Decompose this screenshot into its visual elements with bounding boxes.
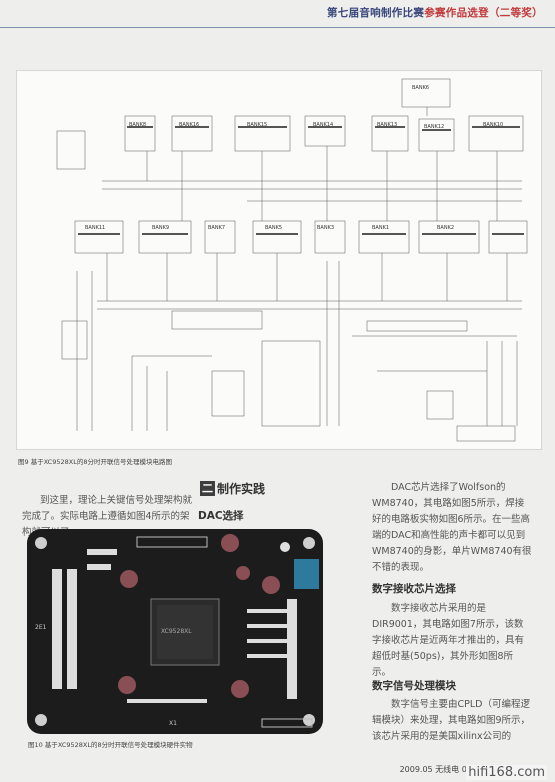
bank-label-top: BANK16 (179, 122, 199, 128)
figure9-caption: 图9 基于XC9528XL的8分时开联信号处理模块电路图 (18, 458, 172, 466)
schematic-drawing: BANK8 BANK16 BANK15 BANK14 BANK13 BANK12… (56, 78, 528, 442)
bank-label-top: BANK6 (412, 85, 429, 91)
bank-label-bottom: BANK7 (208, 225, 225, 231)
pcb-chip-label: XC9528XL (161, 628, 192, 635)
header-title-prefix: 第七届音响制作比赛 (326, 7, 425, 19)
bank-label-top: BANK15 (247, 122, 267, 128)
bank-label-bottom: BANK5 (265, 225, 282, 231)
page-footer: 2009.05 无线电 027 (399, 765, 477, 774)
receive-paragraph-text: 数字接收芯片采用的是DIR9001，其电路如图7所示，该数字接收芯片是近两年才推… (372, 603, 525, 678)
watermark: hifi168.com (466, 765, 547, 780)
page-header: 第七届音响制作比赛参赛作品选登（二等奖） (0, 0, 555, 30)
header-title: 第七届音响制作比赛参赛作品选登（二等奖） (327, 5, 543, 20)
bank-label-top: BANK14 (313, 122, 333, 128)
pcb-drawing: XC9528XL 2E1 X1 (27, 529, 323, 734)
dac-paragraph-text: DAC芯片选择了Wolfson的WM8740，其电路如图5所示，焊接好的电路板实… (372, 482, 532, 573)
figure10-caption: 图10 基于XC9528XL的8分时开联信号处理模块硬件实物 (28, 741, 193, 749)
pcb-photo: XC9528XL 2E1 X1 (27, 529, 323, 734)
dac-subheading: DAC选择 (198, 510, 244, 522)
section-heading: 二制作实践 (200, 478, 265, 497)
circuit-schematic-figure: BANK8 BANK16 BANK15 BANK14 BANK13 BANK12… (16, 70, 542, 450)
dac-paragraph: DAC芯片选择了Wolfson的WM8740，其电路如图5所示，焊接好的电路板实… (372, 480, 532, 576)
process-paragraph-text: 数字信号主要由CPLD（可编程逻辑模块）来处理，其电路如图9所示，该芯片采用的是… (372, 699, 531, 742)
process-paragraph: 数字信号主要由CPLD（可编程逻辑模块）来处理，其电路如图9所示，该芯片采用的是… (372, 697, 532, 745)
header-title-highlight: 参赛作品选登（二等奖） (424, 7, 543, 19)
pcb-label: 2E1 (35, 624, 47, 631)
bank-label-bottom: BANK3 (317, 225, 334, 231)
process-heading: 数字信号处理模块 (372, 680, 456, 692)
section-number: 二 (200, 481, 215, 496)
bank-label-bottom: BANK1 (372, 225, 389, 231)
bank-label-bottom: BANK9 (152, 225, 169, 231)
bank-label-top: BANK8 (129, 122, 146, 128)
receive-paragraph: 数字接收芯片采用的是DIR9001，其电路如图7所示，该数字接收芯片是近两年才推… (372, 601, 532, 681)
bank-label-bottom: BANK11 (85, 225, 105, 231)
header-rule (0, 27, 555, 28)
bank-label-top: BANK10 (483, 122, 503, 128)
receive-heading: 数字接收芯片选择 (372, 583, 456, 595)
bank-label-top: BANK13 (377, 122, 397, 128)
section-title: 制作实践 (217, 482, 266, 496)
pcb-label: X1 (169, 720, 177, 727)
bank-label-top: BANK12 (424, 124, 444, 130)
bank-label-bottom: BANK2 (437, 225, 454, 231)
